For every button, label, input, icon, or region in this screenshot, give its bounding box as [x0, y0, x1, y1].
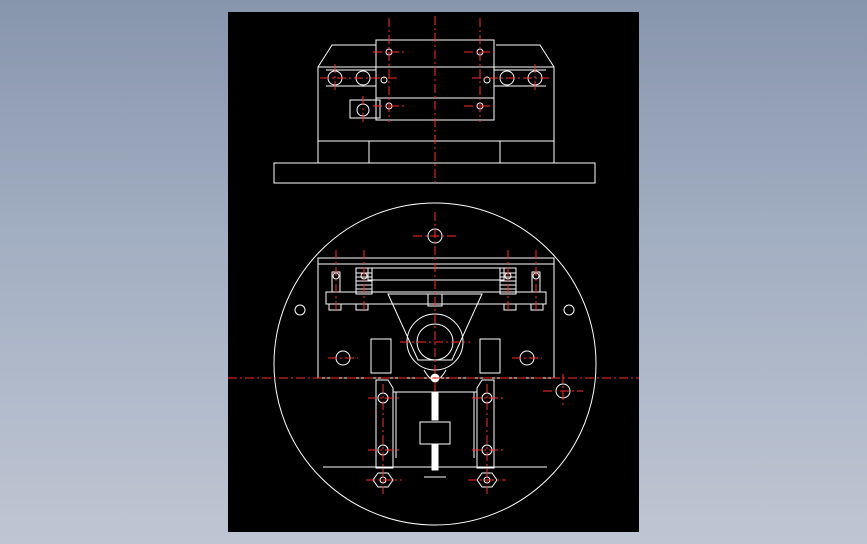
top-view	[273, 16, 596, 184]
arm-left	[375, 379, 394, 469]
mount-hole-icon	[294, 304, 306, 316]
upper-rail	[367, 267, 505, 281]
cad-drawing	[228, 16, 639, 526]
arm-right	[476, 379, 495, 469]
cad-viewport[interactable]	[228, 12, 639, 532]
clamp-bar	[325, 291, 547, 305]
v-block	[387, 293, 483, 361]
bolt-hole-icon	[380, 76, 388, 84]
shaft-nut	[419, 421, 451, 445]
bolt-hole-icon	[483, 76, 491, 84]
shaft-lower	[431, 443, 439, 471]
fixture-block	[317, 66, 555, 142]
mount-hole-icon	[563, 304, 575, 316]
shaft-upper	[431, 391, 439, 421]
plan-view	[228, 202, 639, 526]
lever-left	[349, 99, 381, 119]
pedestal	[317, 140, 555, 164]
hex-bolt-icon	[372, 472, 394, 488]
base-circle	[273, 202, 597, 526]
